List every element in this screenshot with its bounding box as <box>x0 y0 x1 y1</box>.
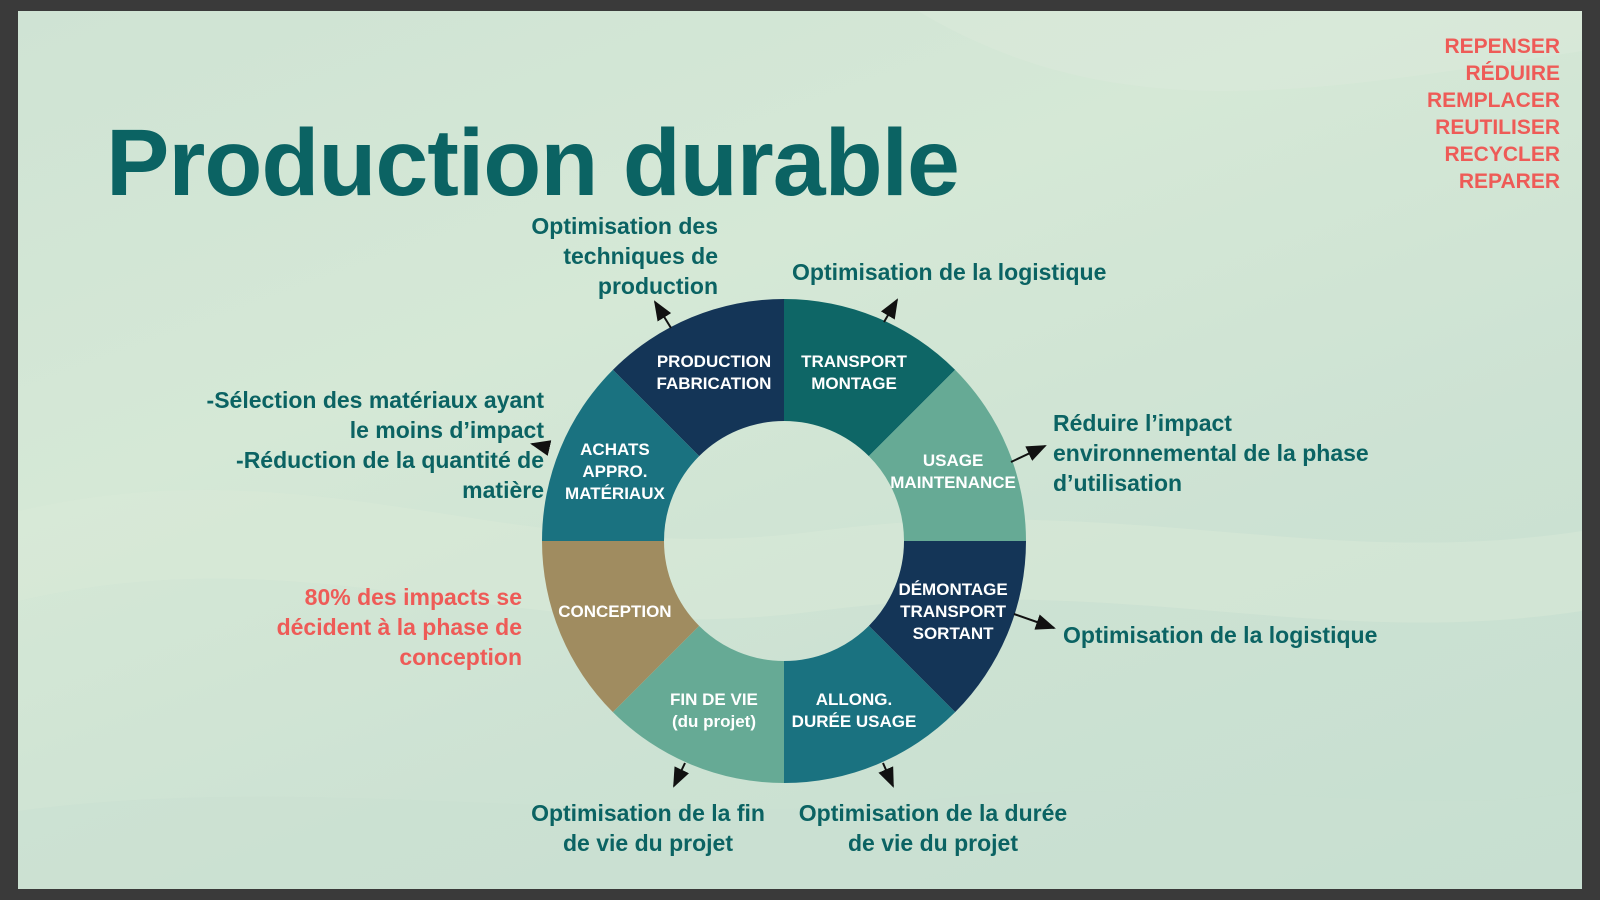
annotation-line: le moins d’impact <box>349 417 544 443</box>
segment-label-fin-de-vie: (du projet) <box>672 712 756 731</box>
annotation-allongement: Optimisation de la durée de vie du proje… <box>788 798 1078 858</box>
lifecycle-wheel: PRODUCTION FABRICATION TRANSPORT MONTAGE USA… <box>530 298 1056 788</box>
annotation-line: -Sélection des matériaux ayant <box>206 387 544 413</box>
segment-label-achats: MATÉRIAUX <box>565 484 665 503</box>
segment-label-production: PRODUCTION <box>657 352 771 371</box>
arrow-achats <box>530 440 552 456</box>
r-item: REPARER <box>1458 170 1560 193</box>
annotation-transport: Optimisation de la logistique <box>792 257 1106 287</box>
arrow-transport <box>880 298 899 323</box>
segment-production <box>612 299 784 457</box>
annotation-line: conception <box>399 644 522 670</box>
segment-label-achats: APPRO. <box>582 462 647 481</box>
segment-label-fin-de-vie: FIN DE VIE <box>670 690 758 709</box>
annotation-line: techniques de <box>563 243 718 269</box>
segment-usage <box>868 369 1026 541</box>
annotation-line: matière <box>462 477 544 503</box>
page-title: Production durable <box>106 110 960 216</box>
annotation-line: de vie du projet <box>563 830 733 856</box>
annotation-usage: Réduire l’impact environnemental de la p… <box>1053 408 1369 498</box>
annotation-line: production <box>597 273 718 299</box>
annotation-line: Optimisation de la durée <box>798 800 1068 826</box>
arrow-production <box>653 300 672 329</box>
annotation-achats: -Sélection des matériaux ayant le moins … <box>207 385 544 505</box>
annotation-fin-de-vie: Optimisation de la fin de vie du projet <box>523 798 773 858</box>
segment-label-conception: CONCEPTION <box>558 602 671 621</box>
annotation-line: Optimisation de la logistique <box>792 259 1107 285</box>
segment-label-demontage: SORTANT <box>913 624 995 643</box>
annotation-conception: 80% des impacts se décident à la phase d… <box>277 582 522 672</box>
arrow-usage <box>1010 445 1047 463</box>
annotation-line: 80% des impacts se <box>304 584 522 610</box>
r-item: REUTILISER <box>1435 116 1560 139</box>
r-item: REPENSER <box>1444 35 1560 58</box>
annotation-production: Optimisation des techniques de productio… <box>531 211 718 301</box>
arrows <box>530 298 1056 788</box>
slide: Production durable REPENSER RÉDUIRE REMP… <box>18 11 1582 889</box>
annotation-line: décident à la phase de <box>276 614 522 640</box>
r-item: RECYCLER <box>1444 143 1560 166</box>
arrow-fin-de-vie <box>673 762 689 788</box>
segment-label-allongement: DURÉE USAGE <box>792 712 917 731</box>
annotation-line: Optimisation de la fin <box>531 800 765 826</box>
segment-label-allongement: ALLONG. <box>816 690 893 709</box>
annotation-line: d’utilisation <box>1053 470 1183 496</box>
r-item: REMPLACER <box>1426 89 1560 112</box>
annotation-line: environnemental de la phase <box>1053 440 1369 466</box>
arrow-allongement <box>878 762 894 788</box>
segment-label-transport: MONTAGE <box>811 374 897 393</box>
annotation-line: -Réduction de la quantité de <box>236 447 544 473</box>
segment-transport <box>784 299 956 457</box>
segment-label-usage: MAINTENANCE <box>890 473 1016 492</box>
annotation-demontage: Optimisation de la logistique <box>1063 620 1377 650</box>
segment-label-achats: ACHATS <box>580 440 650 459</box>
arrow-demontage <box>1013 613 1056 630</box>
segment-label-demontage: DÉMONTAGE <box>898 580 1007 599</box>
annotation-line: de vie du projet <box>848 830 1018 856</box>
background-swoosh <box>18 11 1582 889</box>
segment-achats <box>542 369 700 541</box>
segment-label-demontage: TRANSPORT <box>900 602 1006 621</box>
annotation-line: Réduire l’impact <box>1053 410 1232 436</box>
annotation-line: Optimisation de la logistique <box>1063 622 1378 648</box>
segment-demontage <box>868 541 1026 713</box>
segment-allongement <box>784 625 956 783</box>
segment-conception <box>542 541 700 713</box>
segment-label-usage: USAGE <box>923 451 983 470</box>
segment-label-transport: TRANSPORT <box>801 352 907 371</box>
annotation-line: Optimisation des <box>531 213 718 239</box>
r-strategies-list: REPENSER RÉDUIRE REMPLACER REUTILISER RE… <box>1427 33 1560 195</box>
segment-label-production: FABRICATION <box>657 374 772 393</box>
segment-fin-de-vie <box>612 625 784 783</box>
r-item: RÉDUIRE <box>1465 62 1560 85</box>
